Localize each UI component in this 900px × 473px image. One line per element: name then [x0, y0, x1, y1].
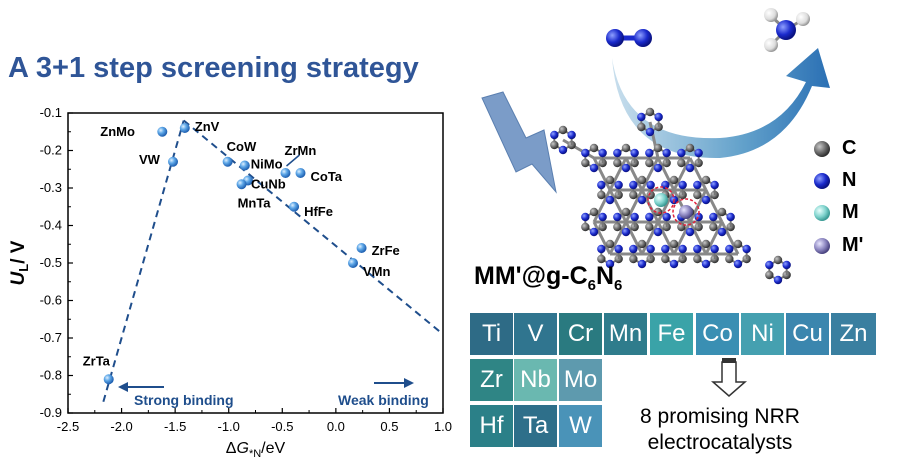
data-point-vmn: [348, 258, 358, 268]
point-label: CoW: [227, 139, 257, 154]
element-tile-mn: Mn: [604, 313, 647, 355]
legend-mprime-label: M': [842, 234, 864, 256]
lightning-icon: [481, 91, 557, 194]
structure-label-mid: N: [595, 262, 615, 290]
strong-binding-arrowhead: [118, 382, 128, 392]
element-tile-nb: Nb: [514, 359, 557, 401]
structure-label: MM'@g-C6N6: [474, 262, 622, 294]
structure-sub-2: 6: [614, 277, 623, 294]
g-c6n6-structure: [550, 107, 791, 285]
y-tick-label: -0.5: [40, 255, 62, 270]
result-line-1: 8 promising NRR: [640, 405, 800, 428]
x-tick-label: 0.0: [327, 419, 345, 434]
element-tile-ni: Ni: [741, 313, 784, 355]
point-label: ZnV: [195, 119, 220, 134]
result-arrow-icon: [711, 358, 747, 397]
point-label: VW: [139, 152, 161, 167]
x-tick-label: -2.0: [110, 419, 132, 434]
point-label: CuNb: [251, 177, 286, 192]
atom-legend: [814, 141, 830, 254]
point-label: ZnMo: [100, 124, 135, 139]
nh3-molecule-icon: [764, 8, 810, 52]
weak-binding-label: Weak binding: [338, 392, 429, 408]
x-tick-label: 1.0: [434, 419, 452, 434]
point-label: HfFe: [304, 204, 333, 219]
fit-line: [183, 119, 444, 336]
element-tile-ti: Ti: [470, 313, 513, 355]
x-tick-label: 0.5: [380, 419, 398, 434]
fit-line: [102, 120, 185, 403]
point-label: CoTa: [311, 169, 343, 184]
result-line-2: electrocatalysts: [647, 431, 793, 454]
element-tile-zn: Zn: [831, 313, 876, 355]
data-point-zrmn: [280, 168, 291, 178]
point-label: NiMo: [251, 157, 283, 172]
data-point-znv: [179, 123, 190, 133]
y-tick-label: -0.8: [40, 368, 62, 383]
y-axis-label: UL/ V: [8, 240, 31, 285]
element-tile-zr: Zr: [470, 359, 513, 401]
element-tile-cr: Cr: [559, 313, 602, 355]
data-point-nimo: [239, 160, 250, 171]
element-tile-cu: Cu: [786, 313, 829, 355]
result-text: 8 promising NRR electrocatalysts: [620, 404, 820, 456]
y-tick-label: -0.2: [40, 143, 62, 158]
y-tick-label: -0.7: [40, 330, 62, 345]
data-point-znmo: [157, 126, 168, 137]
point-label: ZrTa: [83, 353, 111, 368]
data-point-zrfe: [356, 243, 367, 253]
y-tick-label: -0.3: [40, 180, 62, 195]
weak-binding-arrowhead: [404, 378, 414, 388]
reaction-arrow: [612, 48, 830, 159]
element-tile-mo: Mo: [559, 359, 602, 401]
data-point-cota: [295, 168, 306, 178]
x-tick-label: -2.5: [57, 419, 79, 434]
structure-sub-1: 6: [587, 277, 596, 294]
headline: A 3+1 step screening strategy: [8, 52, 419, 84]
element-tile-co: Co: [696, 313, 739, 355]
structure-label-main: MM'@g-C: [474, 262, 588, 290]
element-tile-fe: Fe: [650, 313, 693, 355]
y-tick-label: -0.9: [40, 405, 62, 420]
x-tick-label: -0.5: [271, 419, 293, 434]
data-point-mnta: [236, 179, 247, 190]
zrmn-pointer: [286, 154, 300, 167]
y-tick-label: -0.1: [40, 105, 62, 120]
legend-n-label: N: [842, 169, 857, 191]
legend-m-label: M: [842, 201, 859, 223]
element-tile-hf: Hf: [470, 405, 513, 447]
element-tile-w: W: [559, 405, 602, 447]
point-label: VMn: [363, 264, 391, 279]
y-tick-label: -0.6: [40, 293, 62, 308]
legend-c-label: C: [842, 137, 857, 159]
x-tick-label: -1.0: [218, 419, 240, 434]
element-tile-ta: Ta: [514, 405, 557, 447]
y-tick-label: -0.4: [40, 218, 62, 233]
data-point-zrta: [103, 374, 114, 385]
point-label: ZrFe: [372, 243, 400, 258]
data-point-hffe: [289, 201, 300, 212]
scatter-chart: -2.5 -2.0 -1.5 -1.0 -0.5 0.0 0.5 1.0 -0.1 -0.2 -0.…: [8, 105, 452, 460]
data-point-vw: [168, 156, 178, 167]
element-tile-v: V: [514, 313, 557, 355]
data-point-cow: [222, 156, 233, 167]
point-label: ZrMn: [285, 143, 317, 158]
strong-binding-label: Strong binding: [134, 392, 234, 408]
n2-molecule-icon: [606, 29, 652, 47]
point-label: MnTa: [238, 195, 272, 210]
x-axis-label: ΔG*N/eV: [226, 440, 286, 460]
x-tick-label: -1.5: [164, 419, 186, 434]
